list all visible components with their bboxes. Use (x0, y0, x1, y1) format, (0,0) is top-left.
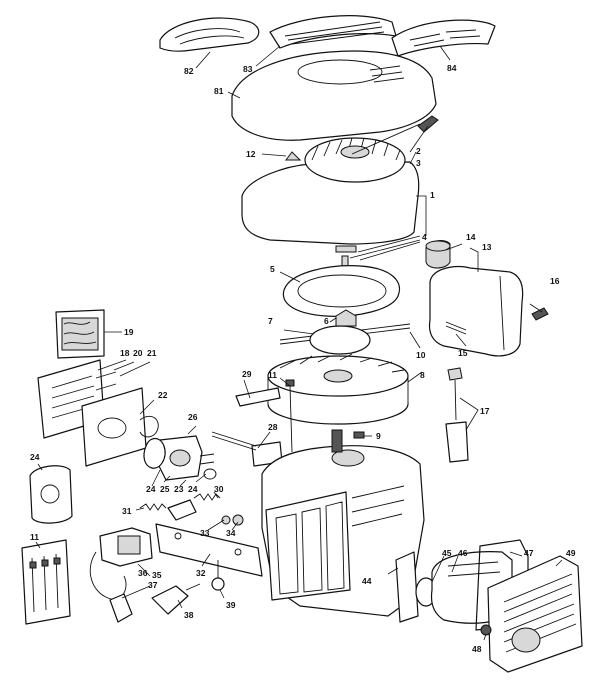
label-38: 38 (184, 610, 194, 620)
label-81: 81 (214, 86, 224, 96)
label-46: 46 (458, 548, 468, 558)
flywheel-nut-6 (335, 309, 357, 327)
fuel-line-15 (445, 321, 467, 335)
label-47: 47 (524, 548, 534, 558)
label-39: 39 (226, 600, 236, 610)
engine-block (261, 429, 425, 617)
washer-34 (232, 514, 244, 526)
key-9 (353, 431, 365, 439)
spark-plug-boot-37 (109, 593, 133, 623)
cover-83 (269, 15, 397, 49)
label-84: 84 (447, 63, 457, 73)
label-15: 15 (458, 348, 468, 358)
label-1: 1 (430, 190, 435, 200)
label-31: 31 (122, 506, 132, 516)
fuel-tank-13 (428, 265, 524, 357)
cap-12 (285, 151, 302, 161)
label-17: 17 (480, 406, 490, 416)
screw-16 (531, 307, 549, 321)
cover-84 (391, 19, 496, 57)
label-9: 9 (376, 431, 381, 441)
label-49: 49 (566, 548, 576, 558)
starter-handle-2 (351, 115, 439, 155)
spark-plug-38 (151, 583, 201, 615)
o-ring-24 (203, 468, 217, 480)
label-22: 22 (158, 390, 168, 400)
pump-28 (211, 431, 283, 467)
label-5: 5 (270, 264, 275, 274)
label-82: 82 (184, 66, 194, 76)
bolt-39 (211, 560, 225, 591)
label-14: 14 (466, 232, 476, 242)
nut-33 (221, 515, 231, 525)
screw-48 (480, 624, 492, 636)
label-37: 37 (148, 580, 158, 590)
leader-lines (35, 45, 563, 641)
label-11b: 11 (30, 532, 39, 542)
label-12: 12 (246, 149, 256, 159)
shroud-81 (231, 50, 437, 141)
muffler-guard-49 (487, 555, 583, 673)
rods-11-inset (21, 539, 71, 625)
part-labels: 82 83 84 81 12 2 3 1 4 5 6 7 10 8 9 11 1… (30, 63, 576, 654)
label-25: 25 (160, 484, 170, 494)
label-44: 44 (362, 576, 372, 586)
label-24c: 24 (188, 484, 198, 494)
label-34: 34 (226, 528, 236, 538)
spring-31 (139, 503, 167, 511)
label-20: 20 (133, 348, 143, 358)
cover-82 (159, 17, 260, 52)
label-8: 8 (420, 370, 425, 380)
link-bracket (167, 499, 197, 521)
control-plate-32 (155, 523, 263, 577)
muffler-bracket-44 (395, 551, 419, 623)
label-36: 36 (138, 568, 148, 578)
flywheel-8 (267, 353, 409, 425)
bracket-29 (235, 387, 281, 407)
label-48: 48 (472, 644, 482, 654)
label-16: 16 (550, 276, 560, 286)
dipstick-17 (445, 367, 469, 463)
air-filter-element-19 (55, 309, 105, 359)
label-19: 19 (124, 327, 134, 337)
label-26: 26 (188, 412, 198, 422)
label-21: 21 (147, 348, 157, 358)
label-23: 23 (174, 484, 184, 494)
label-24a: 24 (30, 452, 40, 462)
label-32: 32 (196, 568, 206, 578)
gasket-24 (143, 437, 166, 469)
label-28: 28 (268, 422, 278, 432)
recoil-starter-1 (241, 137, 420, 245)
label-11a: 11 (268, 370, 277, 380)
label-24b: 24 (146, 484, 156, 494)
label-6: 6 (324, 316, 329, 326)
gasket-5 (282, 265, 400, 317)
label-29: 29 (242, 369, 252, 379)
label-45: 45 (442, 548, 452, 558)
gasket-24-left (29, 465, 73, 524)
label-4: 4 (422, 232, 427, 242)
spring-30 (193, 493, 221, 501)
ignition-coil-36 (89, 527, 153, 600)
label-83: 83 (243, 64, 253, 74)
label-7: 7 (268, 316, 273, 326)
label-13: 13 (482, 242, 492, 252)
label-33: 33 (200, 528, 210, 538)
label-10: 10 (416, 350, 426, 360)
label-2: 2 (416, 146, 421, 156)
label-35: 35 (152, 570, 162, 580)
fan-7 (309, 325, 371, 355)
label-3: 3 (416, 158, 421, 168)
fuel-cap-14 (425, 240, 451, 269)
carburettor-26 (157, 435, 215, 481)
label-18: 18 (120, 348, 130, 358)
label-30: 30 (214, 484, 224, 494)
gasket-22 (139, 415, 159, 438)
